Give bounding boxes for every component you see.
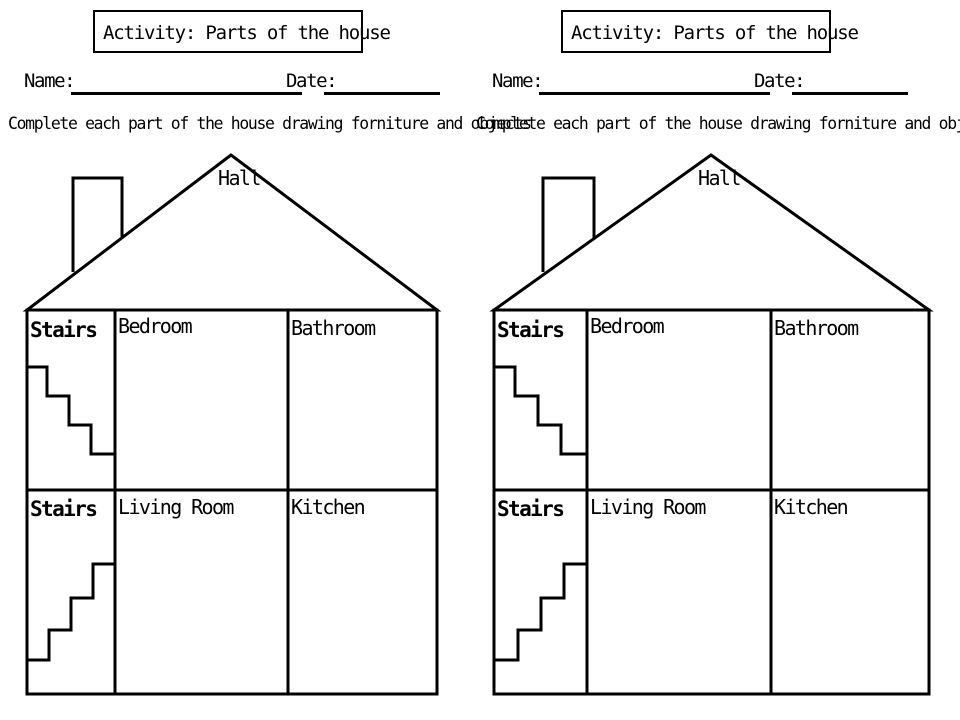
room-label-kitchen: Kitchen [291,495,366,519]
room-label-hall: Hall [698,166,741,190]
room-label-stairs-lower: Stairs [497,497,565,521]
activity-title: Activity: Parts of the house [561,10,859,53]
room-label-kitchen: Kitchen [774,495,849,519]
name-date-row: Name: Date: [492,70,908,98]
house-body [25,308,439,696]
room-label-bedroom: Bedroom [590,314,665,338]
activity-title: Activity: Parts of the house [93,10,391,53]
room-label-living-room: Living Room [590,495,706,519]
stairs-down-shape [27,365,115,456]
room-label-stairs-upper: Stairs [30,318,98,342]
room-label-stairs-lower: Stairs [30,497,98,521]
chimney [541,176,596,272]
stairs-up-shape [27,562,115,662]
name-date-row: Name: Date: [24,70,440,98]
name-field[interactable] [539,92,770,95]
room-label-bathroom: Bathroom [774,316,859,340]
stairs-up-shape [494,562,587,662]
worksheet-left: Activity: Parts of the house Name: Date:… [8,10,532,696]
date-label: Date: [286,70,338,92]
house-body [492,308,931,696]
stairs-down-shape [494,365,587,456]
chimney [71,176,124,272]
room-label-bedroom: Bedroom [118,314,193,338]
room-label-hall: Hall [218,166,261,190]
house-drawing [22,153,442,696]
date-field[interactable] [792,92,908,95]
worksheet-right: Activity: Parts of the house Name: Date:… [468,0,960,720]
instructions: Complete each part of the house drawing … [476,114,960,133]
room-label-living-room: Living Room [118,495,234,519]
instructions: Complete each part of the house drawing … [8,114,532,133]
date-label: Date: [754,70,806,92]
name-label: Name: [492,70,544,92]
house-drawing [489,153,934,696]
room-label-bathroom: Bathroom [291,316,376,340]
room-label-stairs-upper: Stairs [497,318,565,342]
name-label: Name: [24,70,76,92]
name-field[interactable] [71,92,302,95]
date-field[interactable] [324,92,440,95]
